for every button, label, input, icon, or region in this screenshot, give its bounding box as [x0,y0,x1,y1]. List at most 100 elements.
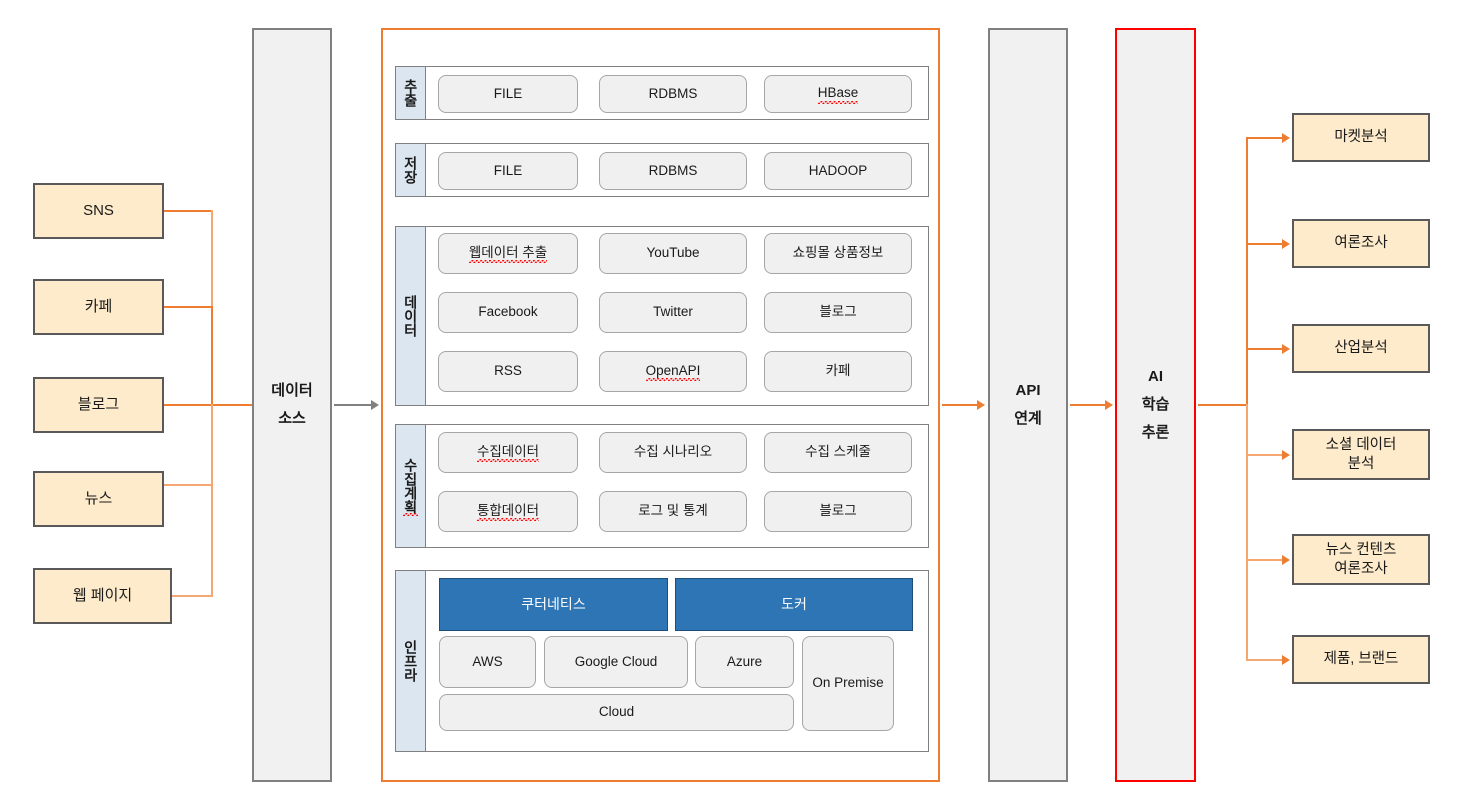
source-box-cafe[interactable]: 카페 [33,279,164,335]
connector-source-to-platform [334,404,372,406]
chip-label: 블로그 [819,304,857,320]
result-box-social-data-analysis[interactable]: 소셜 데이터 분석 [1292,429,1430,480]
pillar-line-2: 학습 [1141,396,1170,414]
connector-api-to-ai [1070,404,1106,406]
chip-label: FILE [493,85,523,101]
pillar-line-3: 추론 [1141,423,1170,441]
source-box-news[interactable]: 뉴스 [33,471,164,527]
chip-label: Azure [726,653,763,669]
chip-infra-docker[interactable]: 도커 [675,578,913,631]
chip-label: On Premise [812,675,884,691]
chip-plan-scenario[interactable]: 수집 시나리오 [599,432,747,473]
source-label: 뉴스 [84,490,113,507]
arrow-result-news [1282,555,1290,565]
section-label-data: 데이터 [396,227,426,405]
chip-label: AWS [472,653,503,669]
chip-label: RDBMS [648,162,698,178]
chip-data-youtube[interactable]: YouTube [599,233,747,274]
section-label-extract: 추출 [396,67,426,119]
section-body-extract: FILE RDBMS HBase [426,67,928,119]
section-label-text: 저장 [402,156,419,184]
chip-plan-log-stats[interactable]: 로그 및 통계 [599,491,747,532]
chip-infra-azure[interactable]: Azure [695,636,794,688]
chip-data-web-extract[interactable]: 웹데이터 추출 [438,233,578,274]
pillar-line-2: 연계 [1014,410,1042,427]
chip-label: 수집 스케줄 [805,444,871,460]
chip-data-cafe[interactable]: 카페 [764,351,912,392]
connector-result-market [1246,137,1286,139]
source-box-blog[interactable]: 블로그 [33,377,164,433]
connector-sns-horizontal [164,210,213,212]
chip-label: 쿠터네티스 [521,595,586,612]
result-box-public-opinion[interactable]: 여론조사 [1292,219,1430,268]
arrow-result-industry [1282,344,1290,354]
section-body-data: 웹데이터 추출 YouTube 쇼핑몰 상품정보 Facebook Twitte… [426,227,928,405]
result-label: 소셜 데이터 분석 [1325,437,1397,472]
chip-infra-cloud[interactable]: Cloud [439,694,794,731]
chip-label: 수집데이터 [476,444,540,463]
connector-platform-to-api [942,404,978,406]
chip-label: Google Cloud [574,653,658,669]
connector-webpage-vertical [211,404,213,596]
chip-infra-google-cloud[interactable]: Google Cloud [544,636,688,688]
section-label-text: 추출 [402,79,419,107]
source-box-sns[interactable]: SNS [33,183,164,239]
chip-infra-kubernetes[interactable]: 쿠터네티스 [439,578,668,631]
chip-label: Twitter [653,304,693,320]
arrow-result-poll [1282,239,1290,249]
arrow-result-market [1282,133,1290,143]
chip-store-file[interactable]: FILE [438,152,578,190]
chip-label: 카페 [825,363,851,379]
chip-label: FILE [493,162,523,178]
section-label-text: 수집계획 [402,457,419,516]
chip-plan-integrated-data[interactable]: 통합데이터 [438,491,578,532]
chip-data-facebook[interactable]: Facebook [438,292,578,333]
result-label: 여론조사 [1334,235,1388,252]
result-box-market-analysis[interactable]: 마켓분석 [1292,113,1430,162]
pillar-data-source[interactable]: 데이터 소스 [252,28,332,782]
section-data: 데이터 웹데이터 추출 YouTube 쇼핑몰 상품정보 Facebook Tw… [395,226,929,406]
result-box-industry-analysis[interactable]: 산업분석 [1292,324,1430,373]
chip-label: Facebook [478,304,538,320]
section-collect-plan: 수집계획 수집데이터 수집 시나리오 수집 스케줄 통합데이터 로그 및 통계 [395,424,929,548]
connector-bus-lower [1246,404,1248,660]
pillar-api[interactable]: API 연계 [988,28,1068,782]
chip-label: 블로그 [819,503,857,519]
connector-result-news [1246,559,1286,561]
chip-extract-hbase[interactable]: HBase [764,75,912,113]
chip-infra-on-premise[interactable]: On Premise [802,636,894,731]
chip-label: 웹데이터 추출 [468,245,548,264]
source-box-webpage[interactable]: 웹 페이지 [33,568,172,624]
chip-data-twitter[interactable]: Twitter [599,292,747,333]
section-label-store: 저장 [396,144,426,196]
chip-data-shoppingmall[interactable]: 쇼핑몰 상품정보 [764,233,912,274]
arrow-source-to-platform [371,400,379,410]
section-body-collect-plan: 수집데이터 수집 시나리오 수집 스케줄 통합데이터 로그 및 통계 블로그 [426,425,928,547]
chip-extract-file[interactable]: FILE [438,75,578,113]
chip-infra-aws[interactable]: AWS [439,636,536,688]
section-store: 저장 FILE RDBMS HADOOP [395,143,929,197]
section-label-collect-plan: 수집계획 [396,425,426,547]
chip-plan-blog[interactable]: 블로그 [764,491,912,532]
chip-plan-collect-data[interactable]: 수집데이터 [438,432,578,473]
chip-extract-rdbms[interactable]: RDBMS [599,75,747,113]
result-label: 제품, 브랜드 [1323,651,1399,668]
result-box-news-content-poll[interactable]: 뉴스 컨텐츠 여론조사 [1292,534,1430,585]
connector-blog-horizontal [164,404,254,406]
chip-data-blog[interactable]: 블로그 [764,292,912,333]
source-label: 블로그 [77,396,120,413]
result-box-product-brand[interactable]: 제품, 브랜드 [1292,635,1430,684]
pillar-line-1: API [1015,382,1041,400]
chip-data-openapi[interactable]: OpenAPI [599,351,747,392]
connector-cafe-vertical [211,306,213,406]
connector-bus-upper [1246,137,1248,405]
connector-result-social [1246,454,1286,456]
chip-store-rdbms[interactable]: RDBMS [599,152,747,190]
chip-label: 통합데이터 [476,503,540,522]
pillar-ai[interactable]: AI 학습 추론 [1115,28,1196,782]
chip-label: OpenAPI [645,363,700,382]
chip-store-hadoop[interactable]: HADOOP [764,152,912,190]
platform-panel: 추출 FILE RDBMS HBase 저장 FILE [381,28,940,782]
chip-data-rss[interactable]: RSS [438,351,578,392]
chip-plan-schedule[interactable]: 수집 스케줄 [764,432,912,473]
